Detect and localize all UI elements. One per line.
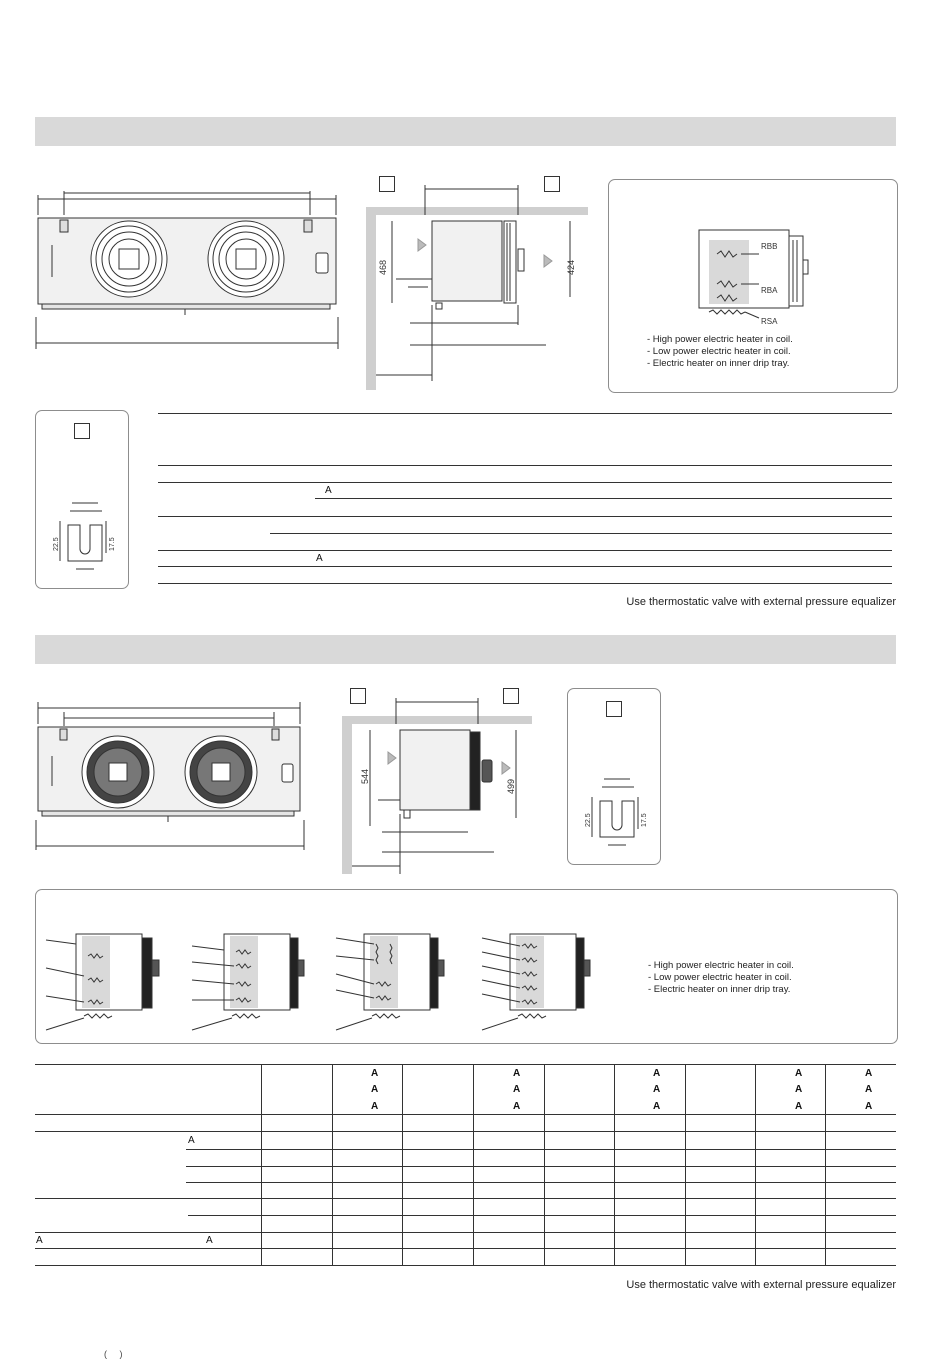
- unit-1-side-view: 468 424: [366, 185, 588, 390]
- heater-options-panel-2: - High power electric heater in coil. - …: [35, 889, 898, 1044]
- header-mark: A: [371, 1068, 379, 1079]
- detail-marker-2: [606, 701, 622, 717]
- slot-a-dim: 22.5: [53, 537, 60, 551]
- detail-marker-left-2: [350, 688, 366, 704]
- detail-marker-right: [544, 176, 560, 192]
- legend-low-power-2: - Low power electric heater in coil.: [648, 972, 792, 983]
- header-mark: A: [513, 1068, 521, 1079]
- section-2-footer-note: Use thermostatic valve with external pre…: [626, 1279, 896, 1291]
- heater-legend-2: - High power electric heater in coil. - …: [648, 960, 794, 996]
- heater-diagram-1: RBB RBA RSA: [698, 229, 809, 326]
- section-2-title-band: [35, 635, 896, 664]
- page-footer-mark: ( ): [104, 1349, 123, 1359]
- unit-2-height-right: 499: [506, 779, 516, 794]
- unit-1-front-view: [35, 191, 339, 349]
- header-mark: A: [865, 1084, 873, 1095]
- heater-legend-1: - High power electric heater in coil. - …: [647, 334, 793, 370]
- heater-variants-drawing: [45, 933, 591, 1031]
- header-mark: A: [865, 1101, 873, 1112]
- heater-rsa-label: RSA: [761, 317, 778, 326]
- table-1-mark-a: A: [325, 485, 332, 496]
- table-1-mark-b: A: [316, 553, 323, 564]
- header-mark: A: [653, 1068, 661, 1079]
- unit-2-height-left: 544: [360, 769, 370, 784]
- legend-drip-tray-2: - Electric heater on inner drip tray.: [648, 984, 791, 995]
- heater-rba-label: RBA: [761, 286, 778, 295]
- header-mark: A: [513, 1101, 521, 1112]
- detail-marker-right-2: [503, 688, 519, 704]
- legend-drip-tray: - Electric heater on inner drip tray.: [647, 358, 790, 369]
- legend-high-power-2: - High power electric heater in coil.: [648, 960, 794, 971]
- header-mark: A: [795, 1068, 803, 1079]
- row-mark: A: [206, 1235, 213, 1246]
- header-mark: A: [371, 1084, 379, 1095]
- header-mark: A: [865, 1068, 873, 1079]
- legend-low-power: - Low power electric heater in coil.: [647, 346, 791, 357]
- slot-detail-panel-1: 22.5 17.5: [35, 410, 129, 589]
- header-mark: A: [513, 1084, 521, 1095]
- legend-high-power: - High power electric heater in coil.: [647, 334, 793, 345]
- heater-rbb-label: RBB: [761, 242, 777, 251]
- slot-b-dim-2: 17.5: [641, 813, 648, 827]
- slot-a-dim-2: 22.5: [585, 813, 592, 827]
- slot-b-dim: 17.5: [109, 537, 116, 551]
- row-mark: A: [188, 1135, 195, 1146]
- section-1-title-band: [35, 117, 896, 146]
- detail-marker: [74, 423, 90, 439]
- unit-1-height-right: 424: [566, 260, 576, 275]
- slot-detail-panel-2: 22.5 17.5: [567, 688, 661, 865]
- header-mark: A: [371, 1101, 379, 1112]
- detail-marker-left: [379, 176, 395, 192]
- unit-2-side-view: 544 499: [342, 698, 532, 874]
- header-mark: A: [795, 1084, 803, 1095]
- unit-2-front-view: [35, 702, 305, 850]
- unit-1-height-left: 468: [378, 260, 388, 275]
- slot-detail-drawing-1: 22.5 17.5: [53, 502, 116, 570]
- heater-options-panel-1: RBB RBA RSA - High power electric heater…: [608, 179, 898, 393]
- header-mark: A: [653, 1101, 661, 1112]
- header-mark: A: [653, 1084, 661, 1095]
- section-1-footer-note: Use thermostatic valve with external pre…: [626, 596, 896, 608]
- slot-detail-drawing-2: 22.5 17.5: [585, 778, 648, 846]
- row-mark: A: [36, 1235, 43, 1246]
- header-mark: A: [795, 1101, 803, 1112]
